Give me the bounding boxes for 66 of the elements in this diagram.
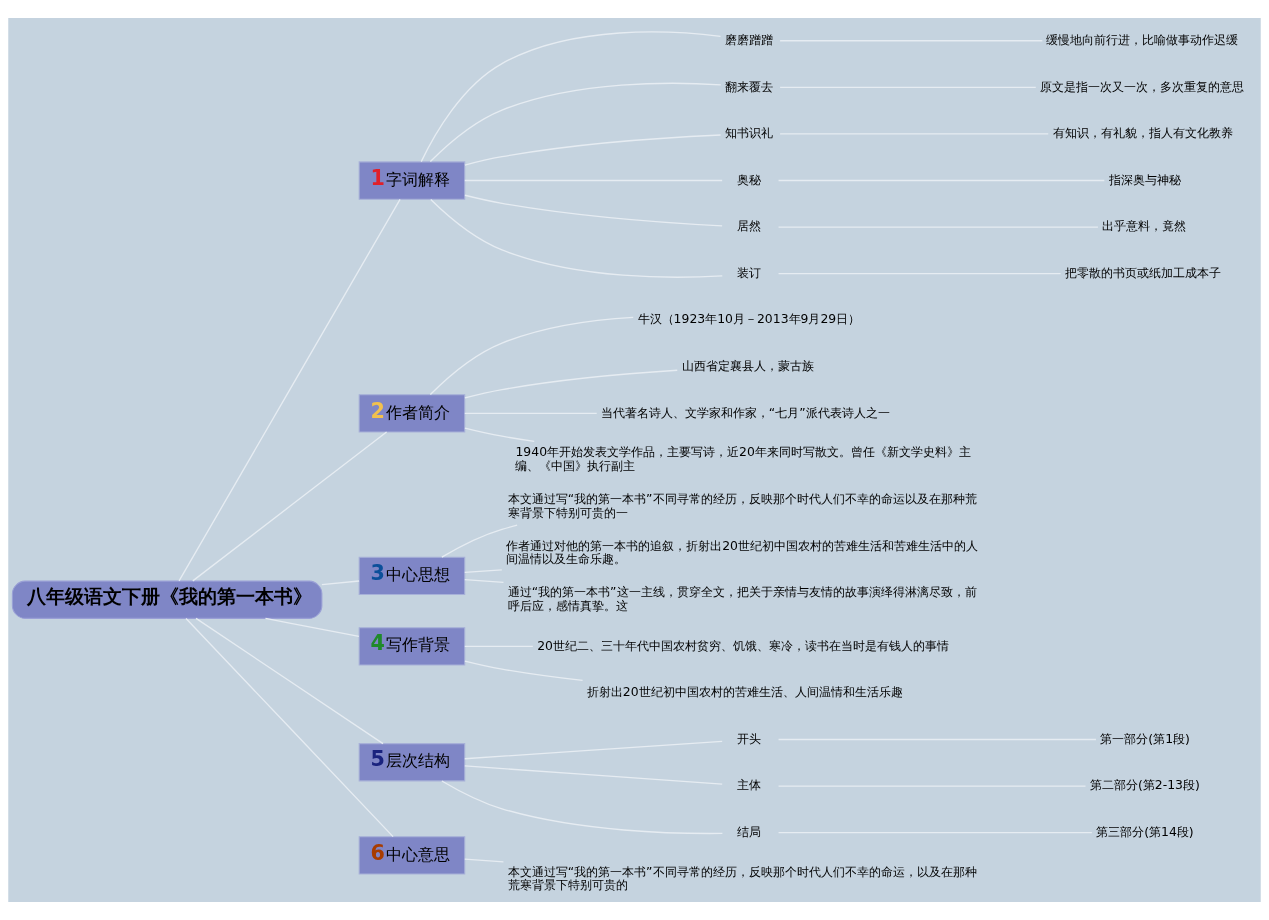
connector bbox=[464, 569, 503, 574]
connector bbox=[777, 738, 1097, 741]
node-text: 装订 bbox=[737, 264, 762, 280]
connector bbox=[464, 134, 722, 166]
node-text: 把零散的书页或纸加工成本子 bbox=[1065, 264, 1222, 280]
connector bbox=[464, 740, 723, 760]
node-box: 6中心意思 bbox=[358, 836, 466, 875]
node-text: 牛汉（1923年10月－2013年9月29日） bbox=[637, 311, 861, 327]
node-text: 第二部分(第2-13段) bbox=[1089, 777, 1200, 793]
node-box: 4写作背景 bbox=[358, 627, 466, 666]
connector bbox=[185, 617, 394, 838]
connector bbox=[464, 578, 505, 583]
node-box: 1字词解释 bbox=[358, 161, 466, 200]
node-text: 磨磨蹭蹭 bbox=[725, 31, 774, 47]
node-text: 第一部分(第1段) bbox=[1100, 730, 1190, 746]
node-text: 1940年开始发表文学作品，主要写诗，近20年来同时写散文。曾任《新文学史料》主编、《中国》执行副主 bbox=[515, 444, 971, 473]
connector bbox=[779, 40, 1043, 42]
node-text: 知书识礼 bbox=[725, 125, 774, 141]
connector bbox=[429, 316, 634, 396]
node-text: 本文通过写“我的第一本书”不同寻常的经历，反映那个时代人们不幸的命运以及在那种荒寒背景下特别可贵的一 bbox=[507, 491, 977, 520]
connector bbox=[178, 198, 401, 582]
connector bbox=[464, 179, 723, 182]
node-box: 2作者简介 bbox=[358, 394, 466, 433]
connector bbox=[777, 179, 1105, 182]
node-text: 原文是指一次又一次，多次重复的意思 bbox=[1040, 78, 1245, 94]
node-text: 指深奥与神秘 bbox=[1108, 171, 1181, 187]
connector bbox=[777, 831, 1093, 834]
connector bbox=[264, 617, 360, 637]
node-text: 作者通过对他的第一本书的追叙，折射出20世纪初中国农村的苦难生活和苦难生活中的人间温情以及生命乐趣。 bbox=[506, 537, 978, 567]
node-text: 通过“我的第一本书”这一主线，贯穿全文，把关于亲情与友情的故事演绎得淋漓尽致，前呼后应，感情真挚。这 bbox=[507, 584, 977, 613]
connector bbox=[441, 780, 724, 835]
connector bbox=[321, 580, 360, 586]
connector bbox=[464, 660, 584, 682]
node-text: 结局 bbox=[737, 823, 762, 839]
node-box: 3中心思想 bbox=[358, 556, 466, 596]
node-text: 翻来覆去 bbox=[725, 78, 774, 94]
connector bbox=[441, 524, 518, 558]
connector bbox=[464, 194, 723, 227]
node-box: 八年级语文下册《我的第一本书》 bbox=[11, 580, 323, 619]
node-text: 折射出20世纪初中国农村的苦难生活、人间温情和生活乐趣 bbox=[586, 684, 903, 700]
connector bbox=[464, 427, 535, 442]
connector bbox=[192, 431, 388, 582]
connector bbox=[429, 82, 722, 163]
connector bbox=[464, 369, 678, 399]
connector bbox=[430, 198, 723, 278]
node-text: 缓慢地向前行进，比喻做事动作迟缓 bbox=[1046, 31, 1239, 47]
connector bbox=[464, 645, 534, 647]
node-text: 本文通过写“我的第一本书”不同寻常的经历，反映那个时代人们不幸的命运，以及在那种荒寒背景下特别可贵的 bbox=[507, 863, 977, 893]
node-text: 开头 bbox=[737, 730, 762, 746]
node-box: 5层次结构 bbox=[358, 743, 466, 782]
node-text: 居然 bbox=[737, 218, 762, 234]
connector bbox=[777, 273, 1062, 275]
connector bbox=[195, 617, 384, 745]
connector bbox=[464, 858, 505, 863]
node-text: 20世纪二、三十年代中国农村贫穷、饥饿、寒冷，读书在当时是有钱人的事情 bbox=[537, 637, 949, 653]
connector bbox=[464, 765, 723, 785]
node-text: 出乎意料，竟然 bbox=[1102, 218, 1187, 234]
connector bbox=[464, 412, 598, 415]
node-text: 主体 bbox=[737, 777, 762, 793]
node-text: 第三部分(第14段) bbox=[1096, 823, 1194, 839]
node-text: 有知识，有礼貌，指人有文化教养 bbox=[1052, 125, 1233, 141]
node-text: 奥秘 bbox=[737, 171, 762, 187]
connector bbox=[779, 86, 1037, 89]
connector bbox=[420, 31, 722, 163]
node-text: 山西省定襄县人，蒙古族 bbox=[681, 358, 814, 374]
node-text: 当代著名诗人、文学家和作家，“七月”派代表诗人之一 bbox=[600, 404, 890, 420]
